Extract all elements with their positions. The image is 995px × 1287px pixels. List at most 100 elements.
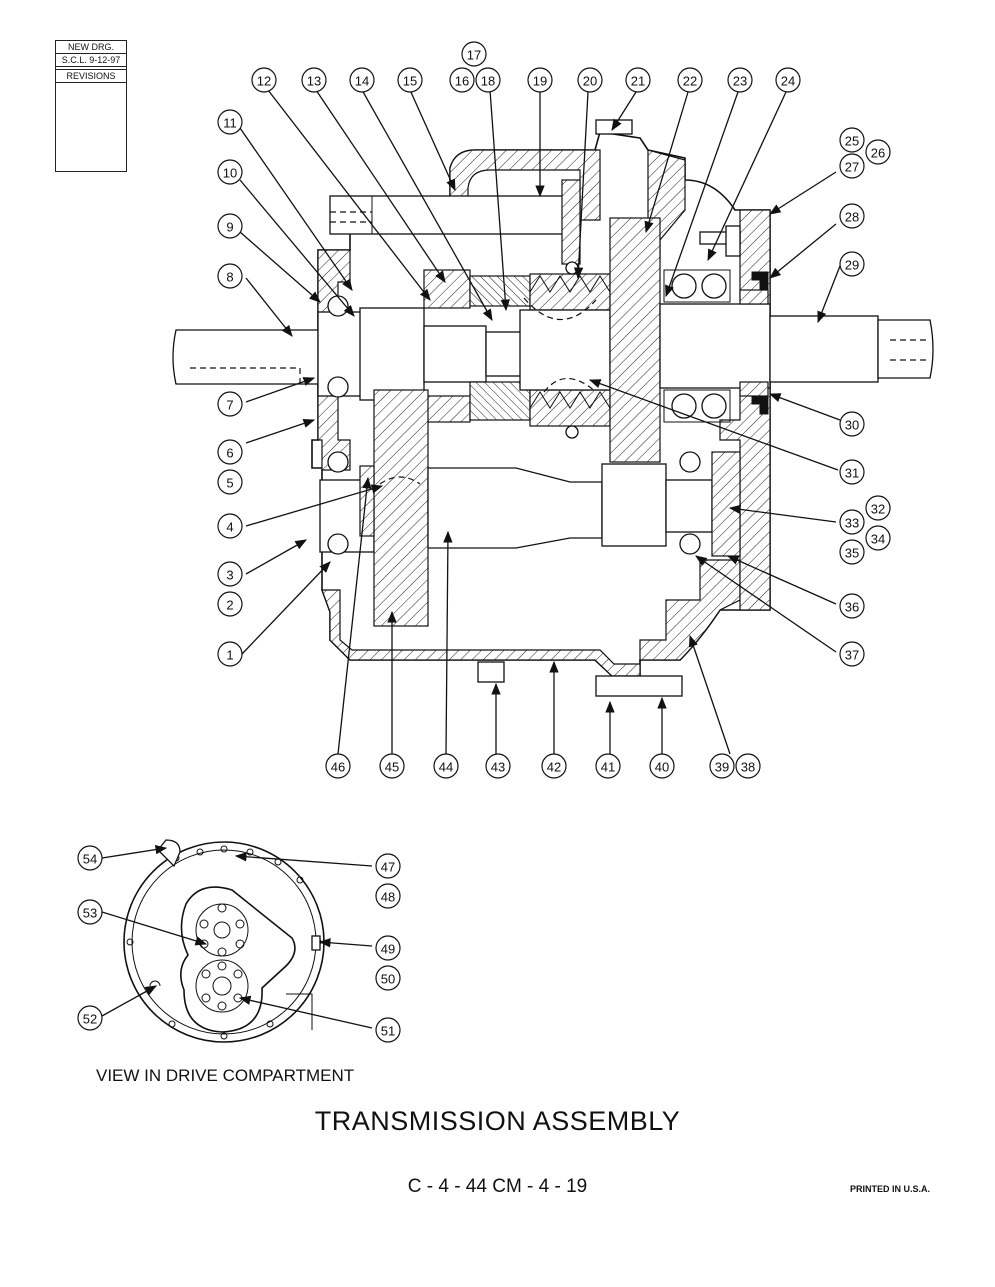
svg-text:16: 16	[455, 74, 469, 89]
callout-53: 53	[77, 899, 103, 925]
printed-in-usa: PRINTED IN U.S.A.	[850, 1184, 931, 1194]
svg-text:2: 2	[226, 598, 233, 613]
svg-text:40: 40	[655, 760, 669, 775]
svg-text:41: 41	[601, 760, 615, 775]
countershaft-gear	[373, 389, 429, 627]
callout-9: 9	[217, 213, 243, 239]
center-gear-upper	[469, 275, 531, 307]
input-shaft-hub	[359, 307, 425, 401]
callout-52: 52	[77, 1005, 103, 1031]
svg-text:10: 10	[223, 166, 237, 181]
input-shaft-neck	[423, 325, 487, 383]
callout-32: 32	[865, 495, 891, 521]
callout-38: 38	[735, 753, 761, 779]
callout-16: 16	[449, 67, 475, 93]
callout-19: 19	[527, 67, 553, 93]
svg-text:43: 43	[491, 760, 505, 775]
top-shaft-gear	[561, 179, 581, 265]
svg-text:17: 17	[467, 48, 481, 63]
svg-text:45: 45	[385, 760, 399, 775]
output-shaft-hub	[659, 303, 771, 389]
callout-22: 22	[677, 67, 703, 93]
svg-text:35: 35	[845, 546, 859, 561]
revisions-label: REVISIONS	[56, 69, 126, 83]
callout-35: 35	[839, 539, 865, 565]
callout-48: 48	[375, 883, 401, 909]
svg-text:51: 51	[381, 1024, 395, 1039]
callout-30: 30	[839, 411, 865, 437]
svg-text:52: 52	[83, 1012, 97, 1027]
countershaft-right	[601, 463, 667, 547]
revision-block: NEW DRG. S.C.L. 9-12-97 REVISIONS	[55, 40, 127, 172]
svg-text:38: 38	[741, 760, 755, 775]
callout-17: 17	[461, 41, 487, 67]
new-drawing-label: NEW DRG.	[56, 41, 126, 54]
output-shaft	[769, 315, 879, 383]
svg-text:49: 49	[381, 942, 395, 957]
callout-13: 13	[301, 67, 327, 93]
svg-text:12: 12	[257, 74, 271, 89]
callout-41: 41	[595, 753, 621, 779]
callout-15: 15	[397, 67, 423, 93]
callout-45: 45	[379, 753, 405, 779]
callout-54: 54	[77, 845, 103, 871]
svg-text:11: 11	[223, 116, 237, 131]
callout-8: 8	[217, 263, 243, 289]
callout-4: 4	[217, 513, 243, 539]
callout-27: 27	[839, 153, 865, 179]
svg-text:36: 36	[845, 600, 859, 615]
callout-33: 33	[839, 509, 865, 535]
svg-text:15: 15	[403, 74, 417, 89]
svg-text:44: 44	[439, 760, 453, 775]
callout-2: 2	[217, 591, 243, 617]
svg-text:50: 50	[381, 972, 395, 987]
svg-text:9: 9	[226, 220, 233, 235]
cross-section	[172, 119, 934, 697]
callout-23: 23	[727, 67, 753, 93]
callout-31: 31	[839, 459, 865, 485]
svg-text:33: 33	[845, 516, 859, 531]
svg-text:30: 30	[845, 418, 859, 433]
svg-text:6: 6	[226, 446, 233, 461]
callout-29: 29	[839, 251, 865, 277]
callout-50: 50	[375, 965, 401, 991]
callout-46: 46	[325, 753, 351, 779]
callout-34: 34	[865, 525, 891, 551]
svg-text:13: 13	[307, 74, 321, 89]
revision-date: S.C.L. 9-12-97	[56, 54, 126, 67]
svg-text:34: 34	[871, 532, 885, 547]
callout-20: 20	[577, 67, 603, 93]
svg-text:22: 22	[683, 74, 697, 89]
svg-text:3: 3	[226, 568, 233, 583]
svg-text:29: 29	[845, 258, 859, 273]
callout-14: 14	[349, 67, 375, 93]
gear-case	[180, 886, 296, 1033]
callout-42: 42	[541, 753, 567, 779]
svg-text:48: 48	[381, 890, 395, 905]
callout-7: 7	[217, 391, 243, 417]
svg-text:18: 18	[481, 74, 495, 89]
callout-12: 12	[251, 67, 277, 93]
svg-text:1: 1	[226, 648, 233, 663]
svg-text:46: 46	[331, 760, 345, 775]
callout-11: 11	[217, 109, 243, 135]
callout-36: 36	[839, 593, 865, 619]
svg-text:21: 21	[631, 74, 645, 89]
callout-10: 10	[217, 159, 243, 185]
end-cover	[711, 451, 741, 557]
svg-text:53: 53	[83, 906, 97, 921]
svg-text:25: 25	[845, 134, 859, 149]
input-shaft	[172, 329, 319, 385]
svg-text:27: 27	[845, 160, 859, 175]
svg-text:5: 5	[226, 476, 233, 491]
svg-text:23: 23	[733, 74, 747, 89]
svg-text:42: 42	[547, 760, 561, 775]
svg-text:31: 31	[845, 466, 859, 481]
svg-text:37: 37	[845, 648, 859, 663]
top-shaft	[329, 195, 581, 235]
svg-text:19: 19	[533, 74, 547, 89]
svg-text:54: 54	[83, 852, 97, 867]
view-label: VIEW IN DRIVE COMPARTMENT	[96, 1066, 355, 1085]
drawing-title: TRANSMISSION ASSEMBLY	[314, 1106, 681, 1136]
